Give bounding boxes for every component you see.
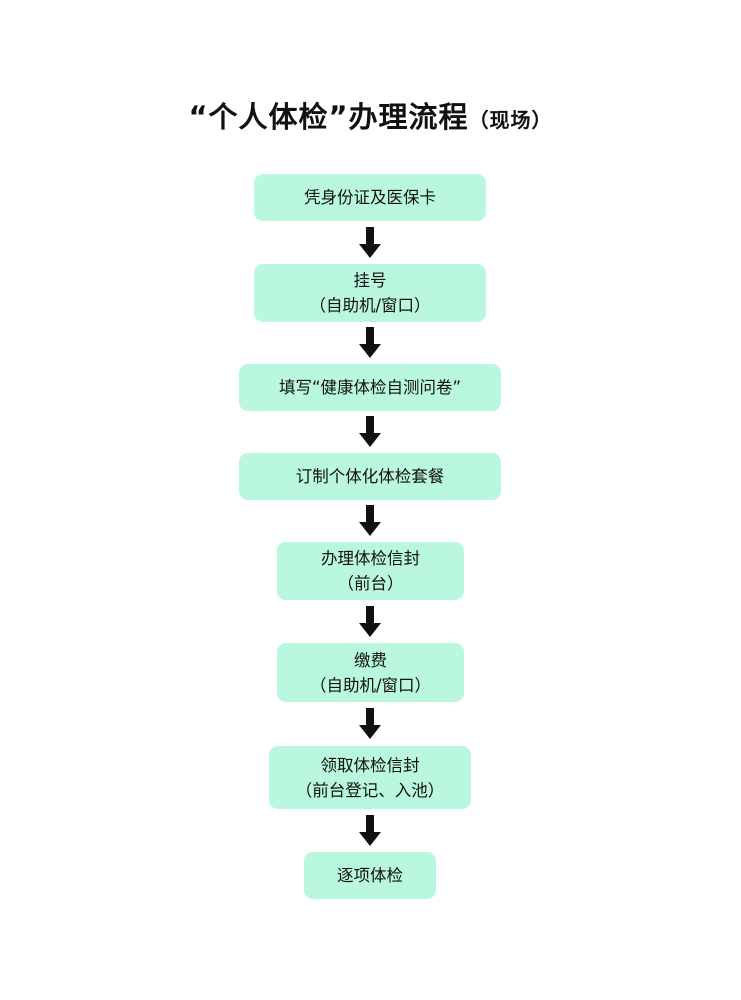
step-8-box: 逐项体检 [304, 852, 436, 899]
step-4-box: 订制个体化体检套餐 [239, 453, 501, 500]
step-3-box: 填写“健康体检自测问卷” [239, 364, 501, 411]
step-7-label: 领取体检信封 [320, 755, 420, 775]
step-5-note: （前台） [337, 574, 404, 593]
step-7-box: 领取体检信封 （前台登记、入池） [269, 746, 471, 809]
step-8-label: 逐项体检 [337, 866, 403, 885]
step-6-label: 缴费 [354, 650, 387, 670]
step-2-label: 挂号 [353, 271, 387, 290]
step-2-box: 挂号 （自助机/窗口） [254, 264, 486, 322]
step-5-label: 办理体检信封 [321, 549, 420, 568]
step-1-box: 凭身份证及医保卡 [254, 174, 486, 221]
step-7-note: （前台登记、入池） [295, 780, 445, 800]
title-main: “个人体检”办理流程 [188, 100, 469, 134]
step-5-box: 办理体检信封 （前台） [277, 542, 464, 600]
step-2-note: （自助机/窗口） [309, 296, 431, 315]
title-sub: （现场） [468, 108, 553, 132]
step-3-label: 填写“健康体检自测问卷” [278, 378, 462, 397]
step-6-note: （自助机/窗口） [309, 675, 432, 695]
step-6-box: 缴费 （自助机/窗口） [277, 643, 464, 702]
page-title: “个人体检”办理流程（现场） [0, 94, 741, 136]
step-4-label: 订制个体化体检套餐 [295, 467, 445, 486]
step-1-label: 凭身份证及医保卡 [304, 188, 436, 207]
